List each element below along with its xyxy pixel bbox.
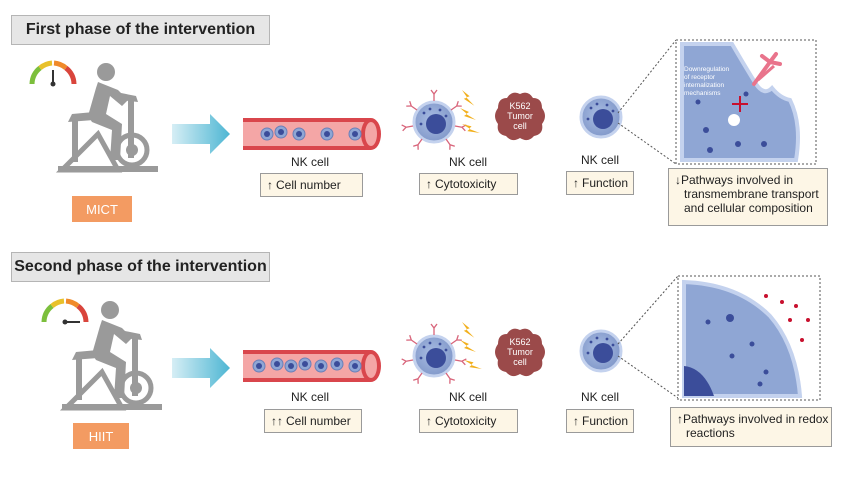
pathways-box: ↑Pathways involved in redox reactions bbox=[670, 407, 832, 447]
cell-number-text: Cell number bbox=[286, 414, 351, 428]
pathways-line: and cellular composition bbox=[684, 201, 813, 215]
cell-number-box: ↑ Cell number bbox=[260, 173, 363, 197]
exercise-bike-icon bbox=[58, 62, 160, 174]
cell-number-box: ↑↑ Cell number bbox=[264, 409, 362, 433]
increase-arrow: ↑ bbox=[426, 414, 432, 428]
cytotoxicity-box: ↑ Cytotoxicity bbox=[419, 409, 518, 433]
zoom-lines bbox=[617, 39, 677, 165]
blood-vessel-icon bbox=[243, 350, 381, 382]
vessel-nk-label: NK cell bbox=[290, 390, 329, 404]
nk-cell-icon bbox=[400, 89, 468, 151]
pathways-line: transmembrane transport bbox=[684, 187, 819, 201]
lightning-icon bbox=[458, 322, 482, 372]
increase-arrow: ↑ bbox=[677, 412, 683, 426]
phase1-header: First phase of the intervention bbox=[11, 15, 270, 45]
hiit-label: HIIT bbox=[73, 423, 129, 449]
flow-arrow-icon bbox=[172, 114, 230, 154]
function-text: Function bbox=[582, 414, 629, 428]
function-text: Function bbox=[582, 176, 629, 190]
cytotoxicity-nk-label: NK cell bbox=[448, 155, 487, 169]
mict-label: MICT bbox=[72, 196, 132, 222]
flow-arrow-icon bbox=[172, 348, 230, 388]
increase-arrow: ↑ bbox=[573, 414, 579, 428]
zoomed-membrane-illustration bbox=[675, 39, 817, 165]
increase-arrow: ↑ bbox=[573, 176, 579, 190]
vessel-nk-label: NK cell bbox=[290, 155, 329, 169]
pathways-box: ↓Pathways involved in transmembrane tran… bbox=[668, 168, 828, 226]
intensity-gauge-icon bbox=[41, 298, 89, 325]
exercise-bike-icon bbox=[62, 300, 164, 412]
cytotoxicity-nk-label: NK cell bbox=[448, 390, 487, 404]
zoom-lines bbox=[617, 275, 679, 399]
lightning-icon bbox=[458, 90, 480, 136]
pathways-line: Pathways involved in redox bbox=[683, 412, 829, 426]
pathways-line: reactions bbox=[686, 426, 735, 440]
cytotoxicity-text: Cytotoxicity bbox=[435, 414, 497, 428]
function-nk-label: NK cell bbox=[580, 390, 619, 404]
nk-cell-icon bbox=[400, 323, 468, 385]
increase-arrow: ↑ bbox=[267, 178, 273, 192]
pathways-line: Pathways involved in bbox=[681, 173, 794, 187]
zoomed-membrane-illustration bbox=[677, 275, 821, 401]
blood-vessel-icon bbox=[243, 118, 381, 150]
cytotoxicity-box: ↑ Cytotoxicity bbox=[419, 173, 518, 195]
function-nk-label: NK cell bbox=[580, 153, 619, 167]
cell-number-text: Cell number bbox=[276, 178, 341, 192]
increase-arrow: ↑ bbox=[426, 177, 432, 191]
cytotoxicity-text: Cytotoxicity bbox=[435, 177, 497, 191]
double-increase-arrow: ↑↑ bbox=[271, 414, 283, 428]
function-box: ↑ Function bbox=[566, 409, 634, 433]
decrease-arrow: ↓ bbox=[675, 173, 681, 187]
function-box: ↑ Function bbox=[566, 171, 634, 195]
intensity-gauge-icon bbox=[29, 60, 77, 87]
phase2-header: Second phase of the intervention bbox=[11, 252, 270, 282]
